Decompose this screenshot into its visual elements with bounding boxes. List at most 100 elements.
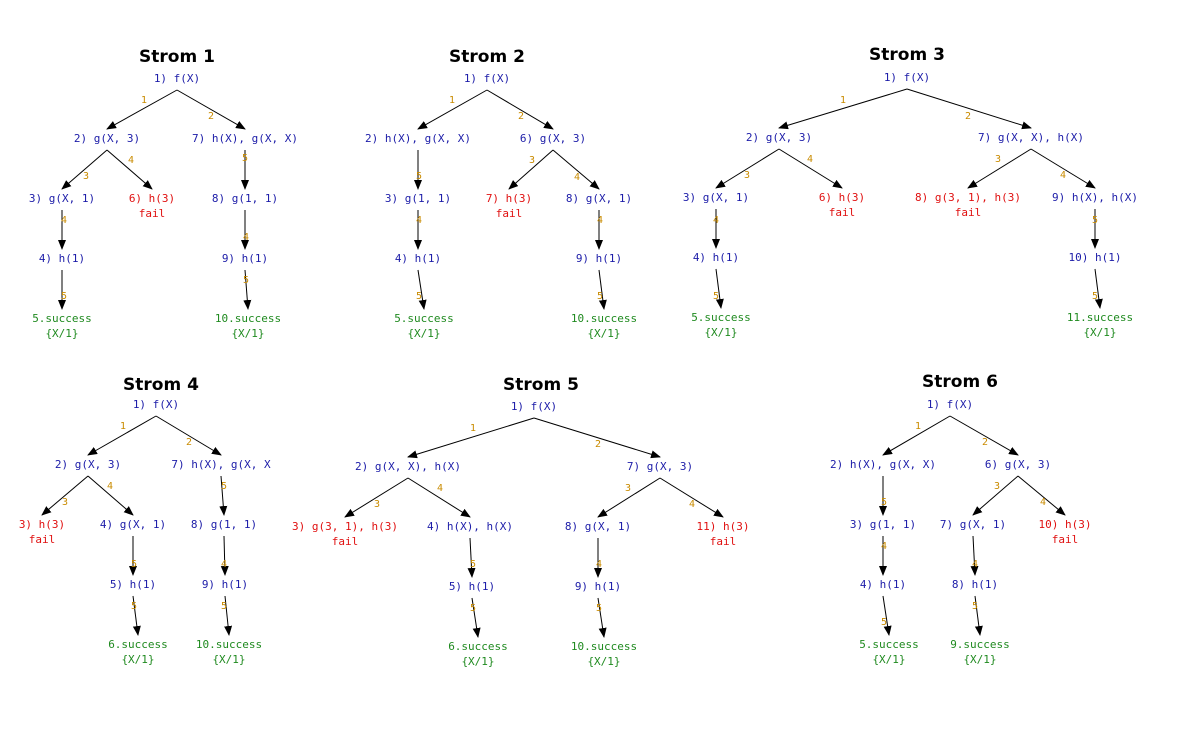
- fail-label: fail: [829, 206, 856, 219]
- goal-node: 7) g(X, 3): [627, 460, 693, 473]
- goal-node: 4) h(1): [860, 578, 906, 591]
- edge-label: 5: [881, 497, 887, 508]
- substitution-label: {X/1}: [1083, 326, 1116, 339]
- goal-node: 1) f(X): [884, 71, 930, 84]
- goal-node: 6) g(X, 3): [520, 132, 586, 145]
- tree-title: Strom 3: [869, 45, 945, 65]
- edge-label: 1: [120, 421, 126, 432]
- edge-arrow: [486, 89, 554, 130]
- fail-label: fail: [332, 535, 359, 548]
- goal-node: 7) h(X), g(X, X: [171, 458, 271, 471]
- goal-node: 7) g(X, X), h(X): [978, 131, 1084, 144]
- edge-label: 5: [1092, 291, 1098, 302]
- goal-node: 5) h(1): [449, 580, 495, 593]
- edge-arrow: [715, 268, 724, 309]
- edge-label: 2: [595, 439, 601, 450]
- fail-node: 7) h(3): [486, 192, 532, 205]
- edge-arrow: [533, 417, 661, 459]
- edge-arrow: [407, 417, 535, 459]
- edge-arrow: [176, 89, 246, 130]
- edge-label: 5: [881, 617, 887, 628]
- edge-label: 5: [597, 291, 603, 302]
- goal-node: 1) f(X): [133, 398, 179, 411]
- edge-label: 5: [131, 559, 137, 570]
- edge-label: 4: [107, 481, 113, 492]
- goal-node: 9) h(1): [222, 252, 268, 265]
- edge-label: 4: [437, 483, 443, 494]
- substitution-label: {X/1}: [45, 327, 78, 340]
- fail-label: fail: [139, 207, 166, 220]
- edge-label: 2: [186, 437, 192, 448]
- edge-arrow: [87, 475, 134, 516]
- edge-arrow: [967, 148, 1032, 189]
- substitution-label: {X/1}: [587, 655, 620, 668]
- edge-label: 3: [744, 170, 750, 181]
- success-node: 6.success: [108, 638, 168, 651]
- substitution-label: {X/1}: [407, 327, 440, 340]
- success-node: 10.success: [196, 638, 262, 651]
- goal-node: 4) g(X, 1): [100, 518, 166, 531]
- edge-label: 3: [529, 155, 535, 166]
- substitution-label: {X/1}: [121, 653, 154, 666]
- success-node: 5.success: [691, 311, 751, 324]
- fail-label: fail: [1052, 533, 1079, 546]
- goal-node: 2) g(X, 3): [746, 131, 812, 144]
- goal-node: 9) h(1): [575, 580, 621, 593]
- edge-label: 4: [128, 155, 134, 166]
- edge-label: 3: [62, 497, 68, 508]
- edge-arrow: [1030, 148, 1096, 189]
- edge-label: 4: [807, 154, 813, 165]
- substitution-label: {X/1}: [461, 655, 494, 668]
- edge-arrow: [882, 415, 951, 456]
- edge-label: 4: [689, 499, 695, 510]
- fail-node: 3) g(3, 1), h(3): [292, 520, 398, 533]
- substitution-label: {X/1}: [587, 327, 620, 340]
- edge-arrow: [972, 475, 1019, 516]
- edge-arrow: [1017, 475, 1066, 516]
- edge-label: 3: [995, 154, 1001, 165]
- edge-label: 4: [713, 215, 719, 226]
- edge-label: 5: [243, 275, 249, 286]
- edge-arrow: [597, 477, 661, 518]
- goal-node: 2) h(X), g(X, X): [830, 458, 936, 471]
- edge-label: 4: [416, 215, 422, 226]
- goal-node: 8) g(1, 1): [212, 192, 278, 205]
- goal-node: 3) g(X, 1): [29, 192, 95, 205]
- edge-arrow: [87, 415, 157, 456]
- edge-arrow: [970, 535, 979, 576]
- edge-label: 1: [470, 423, 476, 434]
- edge-arrow: [417, 269, 427, 310]
- edge-label: 3: [625, 483, 631, 494]
- edge-label: 4: [1040, 497, 1046, 508]
- goal-node: 2) h(X), g(X, X): [365, 132, 471, 145]
- edge-arrow: [715, 148, 780, 189]
- goal-node: 5) h(1): [110, 578, 156, 591]
- goal-node: 8) g(1, 1): [191, 518, 257, 531]
- edge-arrow: [598, 269, 607, 310]
- edge-arrow: [155, 415, 222, 456]
- edge-label: 2: [208, 111, 214, 122]
- edge-arrow: [61, 149, 108, 190]
- goal-node: 2) g(X, 3): [55, 458, 121, 471]
- edge-arrow: [243, 269, 252, 310]
- goal-node: 9) h(1): [202, 578, 248, 591]
- edge-label: 3: [994, 481, 1000, 492]
- edge-label: 4: [881, 541, 887, 552]
- goal-node: 9) h(1): [576, 252, 622, 265]
- fail-node: 8) g(3, 1), h(3): [915, 191, 1021, 204]
- goal-node: 10) h(1): [1069, 251, 1122, 264]
- goal-node: 4) h(X), h(X): [427, 520, 513, 533]
- edge-label: 5: [242, 153, 248, 164]
- goal-node: 4) h(1): [693, 251, 739, 264]
- edge-arrow: [659, 477, 724, 518]
- edge-label: 5: [221, 481, 227, 492]
- goal-node: 2) g(X, X), h(X): [355, 460, 461, 473]
- edge-label: 3: [374, 499, 380, 510]
- edge-arrow: [106, 149, 153, 190]
- success-node: 9.success: [950, 638, 1010, 651]
- fail-node: 6) h(3): [819, 191, 865, 204]
- substitution-label: {X/1}: [872, 653, 905, 666]
- tree-title: Strom 6: [922, 372, 998, 392]
